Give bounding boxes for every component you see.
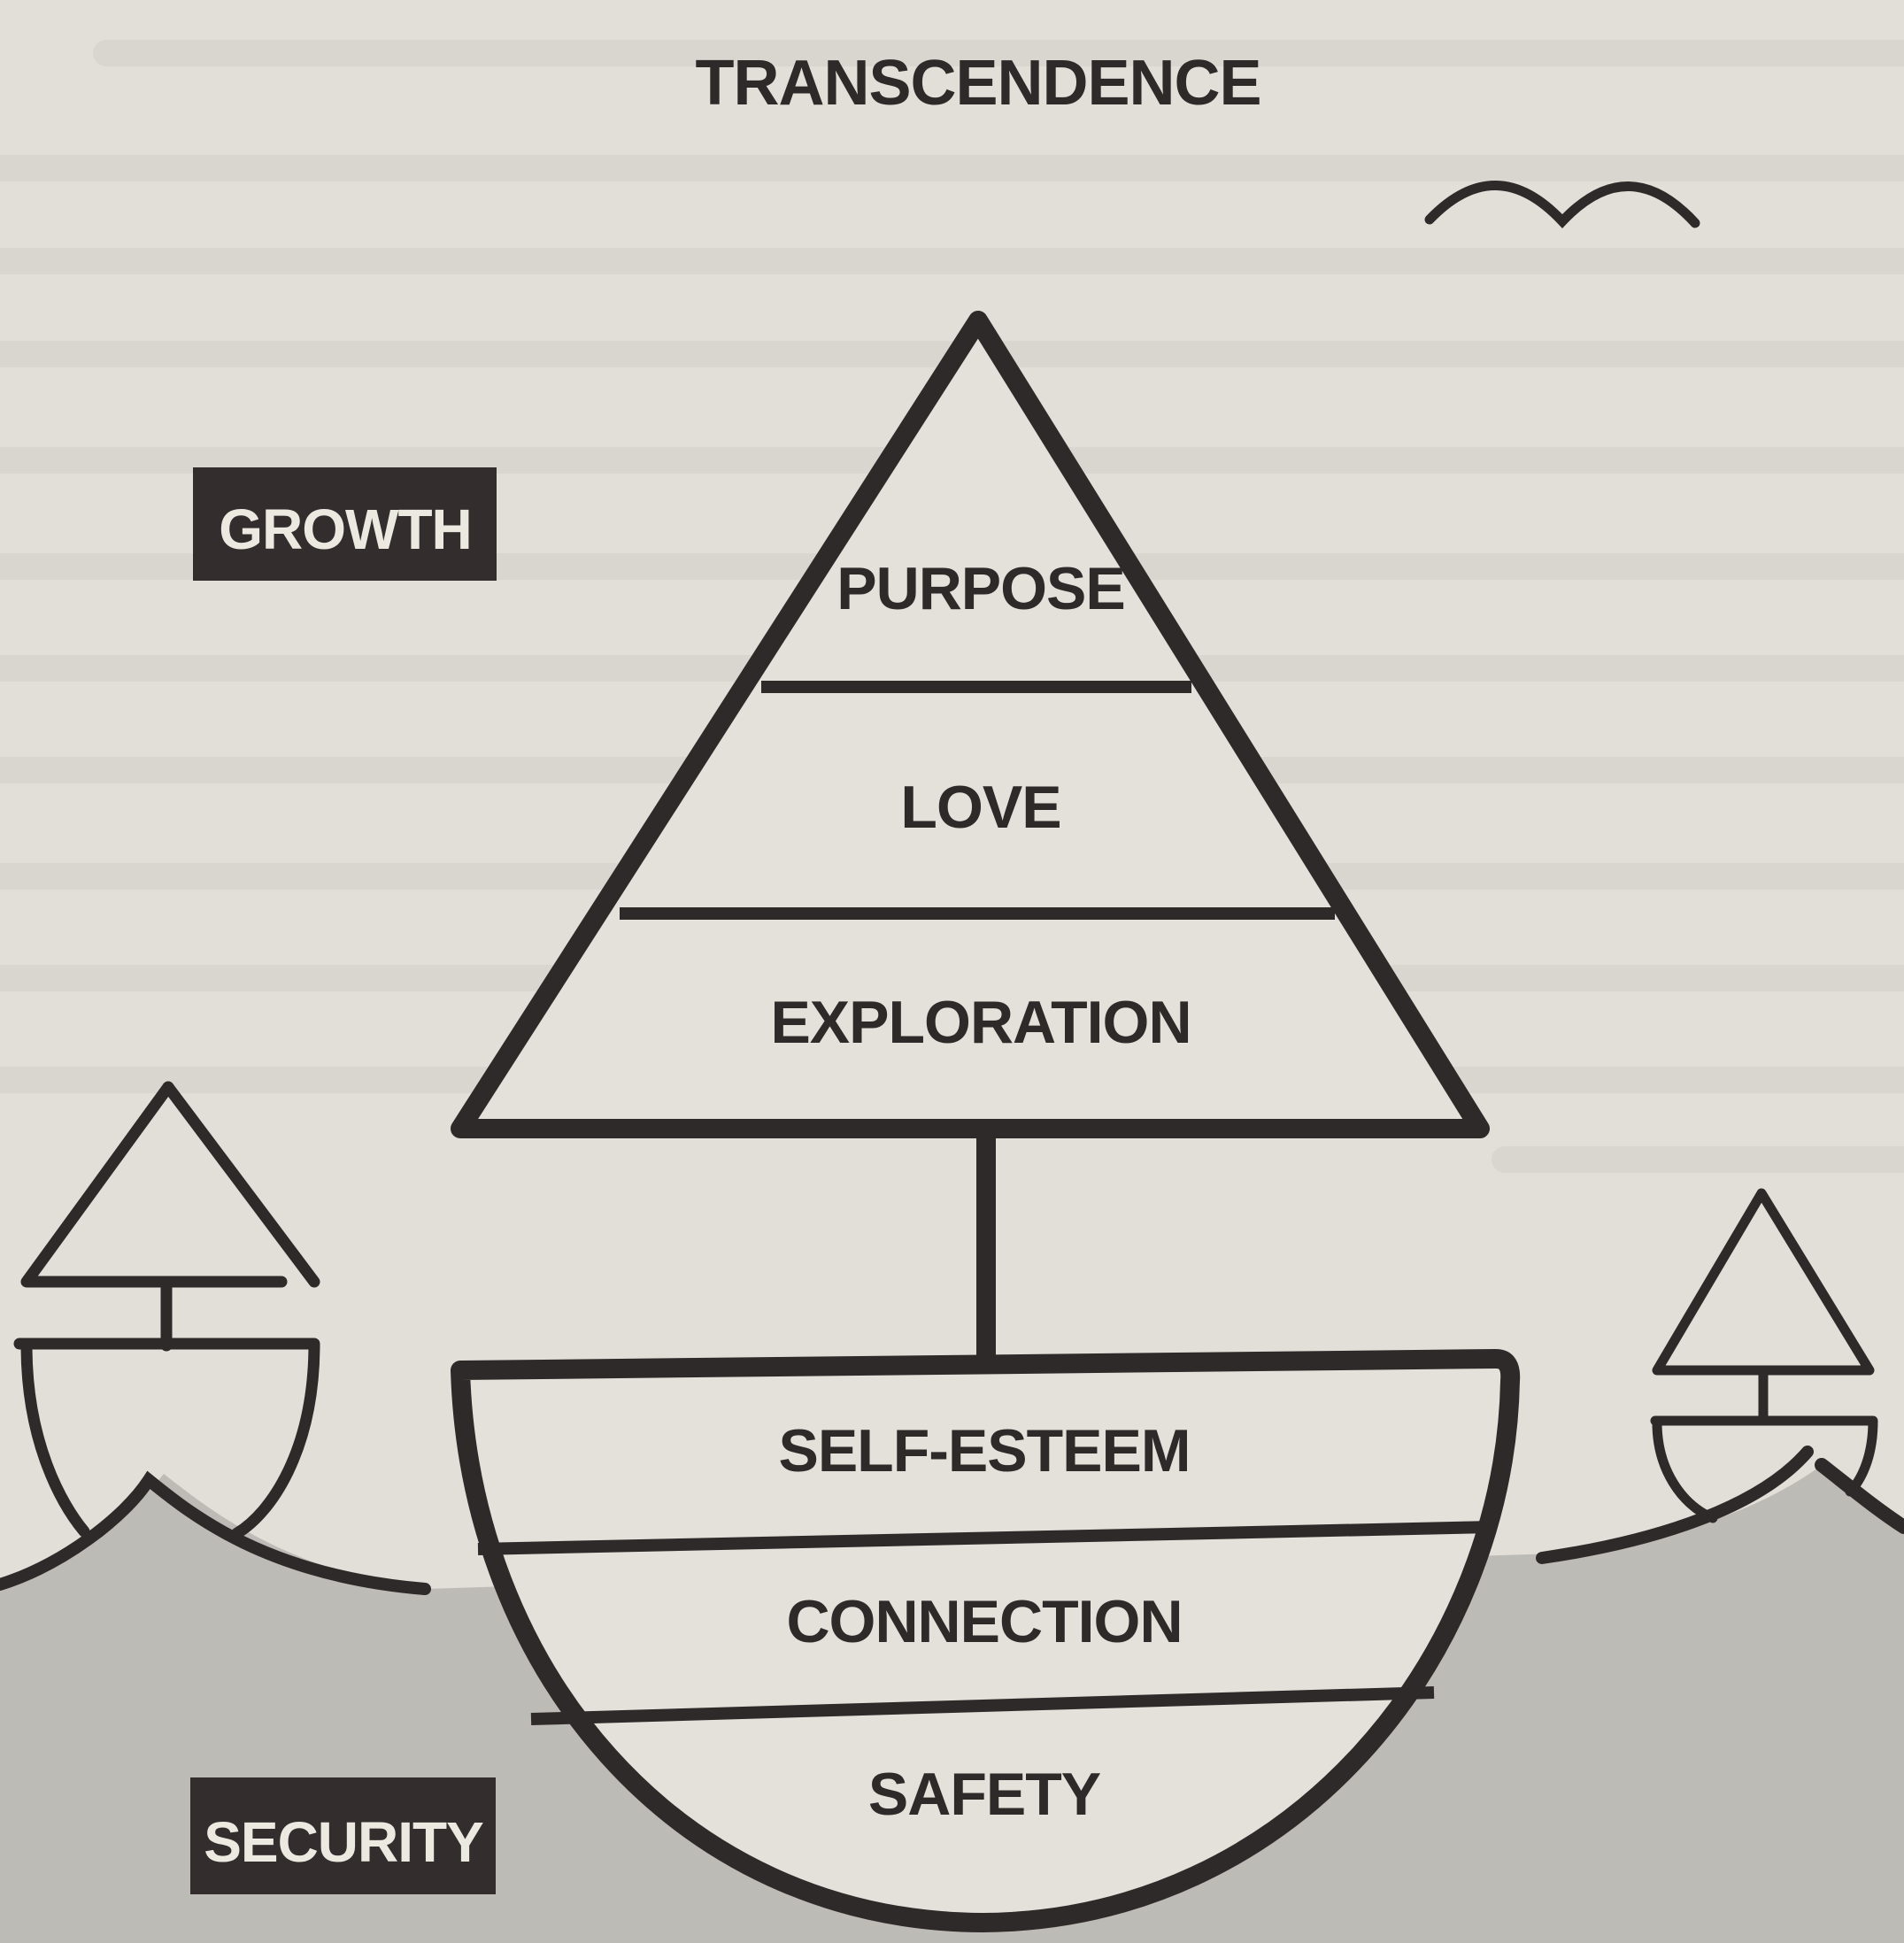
small-boat-left-icon <box>13 1081 320 1539</box>
level-connection: CONNECTION <box>786 1588 1182 1655</box>
growth-tag-label: GROWTH <box>219 497 472 561</box>
growth-tag: GROWTH <box>193 467 497 581</box>
wave-icon <box>0 1470 431 1595</box>
security-tag: SECURITY <box>190 1777 496 1894</box>
main-hull: SELF-ESTEEM CONNECTION SAFETY <box>451 1349 1521 1932</box>
bird-icon <box>1424 181 1700 229</box>
wave-right-icon <box>1536 1446 1814 1564</box>
wave-right-far-icon <box>1815 1458 1904 1534</box>
hull-divider-2 <box>530 1686 1435 1725</box>
level-love: LOVE <box>900 774 1060 841</box>
level-exploration: EXPLORATION <box>770 989 1191 1056</box>
hull-divider-1 <box>477 1521 1495 1555</box>
main-sail: PURPOSE LOVE EXPLORATION <box>451 311 1490 1138</box>
security-tag-label: SECURITY <box>204 1810 483 1874</box>
level-purpose: PURPOSE <box>836 555 1125 622</box>
level-safety: SAFETY <box>868 1761 1101 1828</box>
level-self-esteem: SELF-ESTEEM <box>778 1417 1190 1484</box>
title-transcendence: TRANSCENDENCE <box>695 48 1260 119</box>
